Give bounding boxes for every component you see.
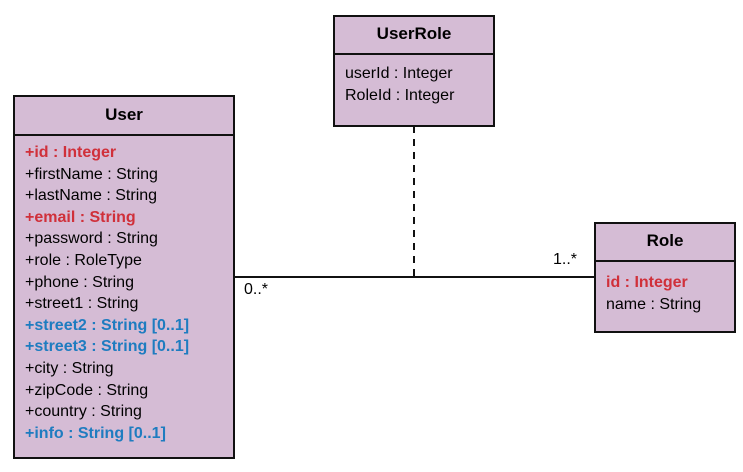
class-name: Role — [596, 224, 734, 262]
multiplicity-role: 1..* — [553, 251, 578, 268]
attribute-row: +street3 : String [0..1] — [25, 338, 190, 356]
attribute-list: id : Integer name : String — [596, 262, 734, 315]
attribute-row: userId : Integer — [345, 65, 453, 82]
attribute-row: +zipCode : String — [25, 381, 149, 399]
attribute-row: RoleId : Integer — [345, 86, 455, 104]
attribute-row: +street2 : String [0..1] — [25, 316, 190, 334]
attribute-row: name : String — [606, 295, 702, 313]
user-class[interactable]: User +id : Integer +firstName : String +la… — [13, 95, 235, 459]
attribute-row: +phone : String — [25, 273, 134, 291]
attribute-row: +email : String — [25, 208, 136, 226]
attribute-row: id : Integer — [606, 274, 688, 291]
attribute-row: +street1 : String — [25, 295, 139, 313]
attribute-row: +country : String — [25, 403, 142, 421]
class-name: User — [15, 97, 233, 136]
class-name: UserRole — [335, 17, 493, 55]
attribute-row: +role : RoleType — [25, 251, 142, 269]
attribute-row: +id : Integer — [25, 144, 117, 161]
attribute-row: +lastName : String — [25, 187, 158, 205]
multiplicity-user: 0..* — [244, 281, 269, 298]
attribute-row: +info : String [0..1] — [25, 424, 166, 442]
attribute-row: +city : String — [25, 359, 114, 377]
attribute-row: +password : String — [25, 230, 158, 248]
attribute-list: +id : Integer +firstName : String +lastNam… — [15, 136, 233, 444]
attribute-row: +firstName : String — [25, 165, 158, 183]
role-class[interactable]: Role id : Integer name : String — [594, 222, 736, 333]
